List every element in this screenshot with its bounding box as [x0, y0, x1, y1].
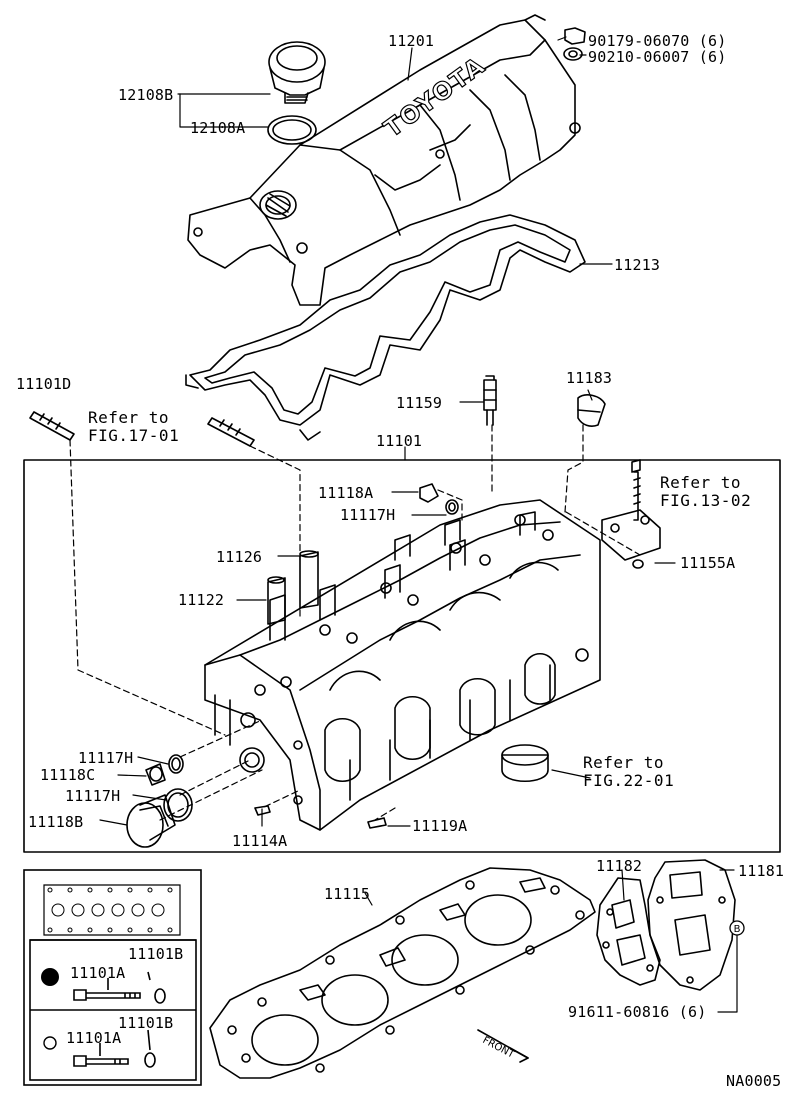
- label-12108b: 12108B: [118, 86, 174, 104]
- head-gasket: [209, 867, 596, 1079]
- label-11115: 11115: [324, 885, 371, 903]
- label-11119a: 11119A: [412, 817, 468, 835]
- cover-nut: [563, 27, 586, 61]
- front-label: FRONT: [481, 1035, 517, 1061]
- label-90210: 90210-06007 (6): [588, 48, 727, 66]
- stud-bolts: [29, 411, 255, 447]
- label-11117h-mid: 11117H: [78, 749, 134, 767]
- cap-gasket: [267, 115, 317, 145]
- legend-filled-dot: [41, 968, 59, 986]
- cylinder-head: [204, 499, 601, 831]
- cylinder-head-frame: [23, 459, 781, 853]
- oil-filler-cap: [268, 41, 326, 104]
- callout-letter: B: [734, 924, 741, 935]
- seal-plug: [577, 394, 606, 427]
- label-11117h-top: 11117H: [340, 506, 396, 524]
- label-11118c: 11118C: [40, 766, 96, 784]
- label-11201: 11201: [388, 32, 435, 50]
- label-90179: 90179-06070 (6): [588, 32, 727, 50]
- cam-sensor: [483, 375, 497, 426]
- label-12108a: 12108A: [190, 119, 246, 137]
- cover-gasket: [185, 214, 586, 441]
- label-11122: 11122: [178, 591, 225, 609]
- label-legend-11101a-1: 11101A: [70, 964, 126, 982]
- label-11101d: 11101D: [16, 375, 72, 393]
- cover-plate: [647, 859, 744, 991]
- label-11182: 11182: [596, 857, 643, 875]
- label-11155a: 11155A: [680, 554, 736, 572]
- label-11118a: 11118A: [318, 484, 374, 502]
- label-11181: 11181: [738, 862, 785, 880]
- pin-11114a: [254, 805, 271, 816]
- label-11114a: 11114A: [232, 832, 288, 850]
- plugs-left: [126, 754, 193, 848]
- cup-plug: [501, 744, 549, 782]
- refer-fig-13-02[interactable]: Refer to FIG.13-02: [660, 473, 752, 510]
- drawing-code: NA0005: [726, 1072, 782, 1090]
- pin-11119a: [367, 817, 387, 829]
- label-legend-11101b-2: 11101B: [118, 1014, 174, 1032]
- valve-cover: [187, 14, 581, 306]
- label-legend-11101b-1: 11101B: [128, 945, 184, 963]
- brand-embossing: TOYOTA: [379, 51, 491, 143]
- plate-gasket: [596, 877, 661, 986]
- assembly-dash-lines: [69, 424, 641, 821]
- label-11183: 11183: [566, 369, 613, 387]
- label-legend-11101a-2: 11101A: [66, 1029, 122, 1047]
- label-11101: 11101: [376, 432, 423, 450]
- leader-lines: [99, 36, 738, 1013]
- label-11213: 11213: [614, 256, 661, 274]
- front-arrow: [477, 1029, 529, 1063]
- label-11117h-low: 11117H: [65, 787, 121, 805]
- legend: [23, 869, 202, 1086]
- plug-11118a: [419, 483, 459, 515]
- label-11159: 11159: [396, 394, 443, 412]
- refer-fig-17-01[interactable]: Refer to FIG.17-01: [88, 408, 180, 445]
- valve-guides: [267, 550, 319, 625]
- label-11126: 11126: [216, 548, 263, 566]
- callout-circle: [729, 920, 745, 936]
- label-91611: 91611-60816 (6): [568, 1003, 707, 1021]
- camshaft-cap: [601, 459, 661, 569]
- refer-fig-22-01[interactable]: Refer to FIG.22-01: [583, 753, 675, 790]
- label-11118b: 11118B: [28, 813, 84, 831]
